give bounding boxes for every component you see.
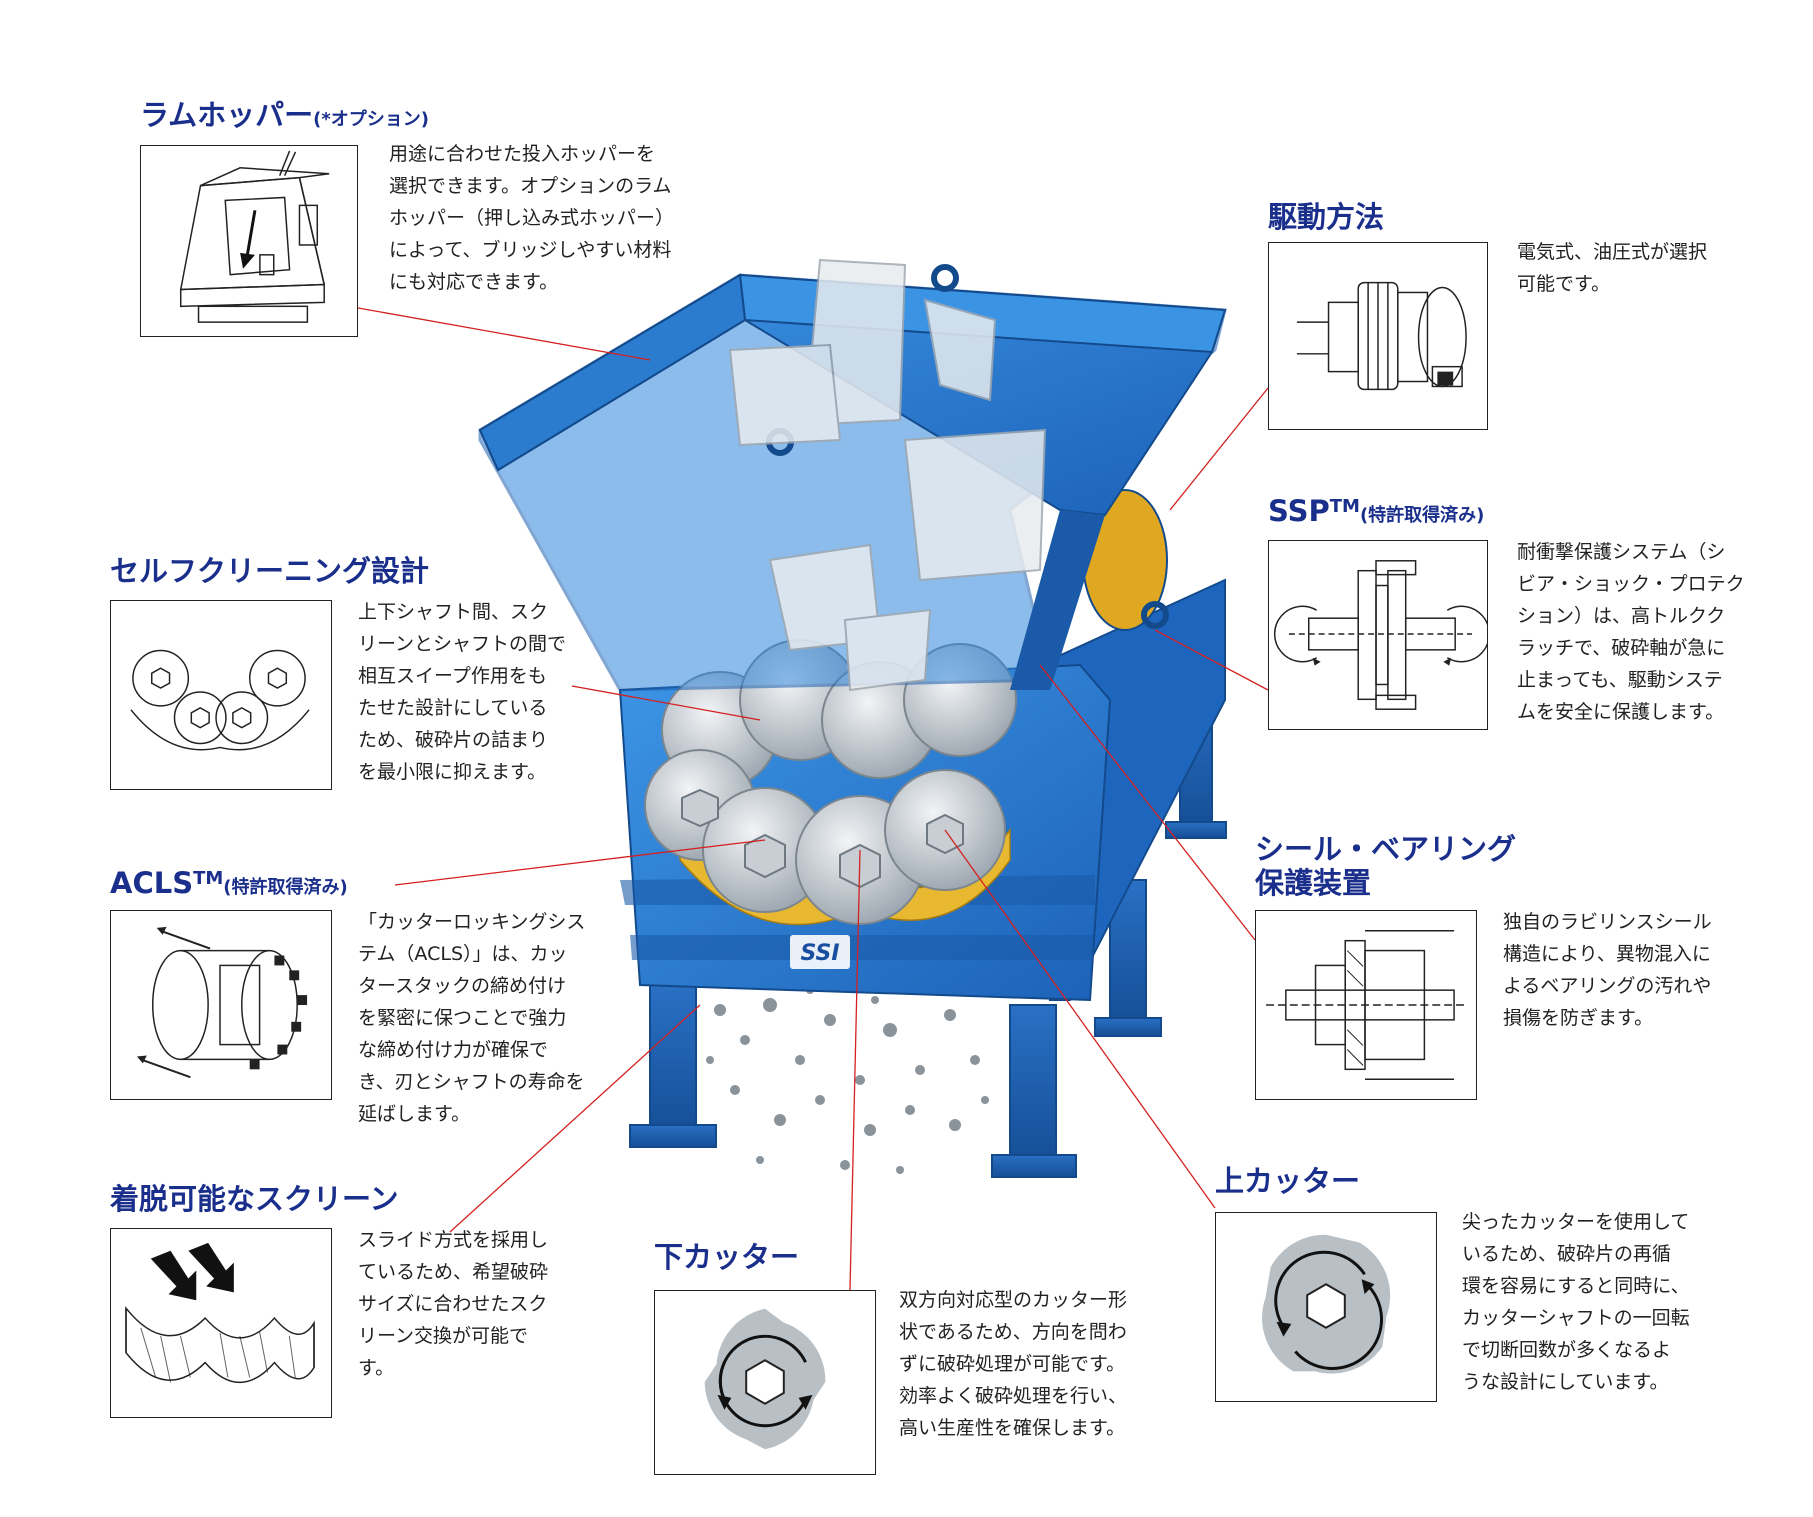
self-cleaning-description: 上下シャフト間、スク リーンとシャフトの間で 相互スイープ作用をも たせた設計に…: [358, 601, 567, 783]
ssi-logo-plate: [790, 935, 850, 969]
lower-cutter-title: 下カッター: [654, 1240, 800, 1274]
ram-hopper-image-box: [140, 145, 358, 337]
acls-title: ACLSTM(特許取得済み): [110, 866, 348, 900]
upper-cutter-description: 尖ったカッターを使用して いるため、破砕片の再循 環を容易にすると同時に、 カッ…: [1462, 1211, 1690, 1393]
shredded-debris: [706, 985, 989, 1174]
ssp-image-box: [1268, 540, 1488, 730]
ram-hopper-description: 用途に合わせた投入ホッパーを 選択できます。オプションのラム ホッパー（押し込み…: [389, 143, 675, 293]
screen-description: スライド方式を採用し ているため、希望破砕 サイズに合わせたスク リーン交換が可…: [358, 1229, 549, 1379]
lower-cutter-image-box: [654, 1290, 876, 1475]
ssp-title: SSPTM(特許取得済み): [1268, 494, 1485, 528]
screen-title: 着脱可能なスクリーン: [110, 1182, 399, 1216]
acls-description: 「カッターロッキングシス テム（ACLS）」は、カッ タースタックの締め付け を…: [358, 911, 586, 1125]
drive-description: 電気式、油圧式が選択 可能です。: [1517, 241, 1708, 295]
upper-cutter-title: 上カッター: [1215, 1164, 1361, 1198]
drive-title: 駆動方法: [1268, 200, 1385, 234]
upper-cutter-image-box: [1215, 1212, 1437, 1402]
lower-cutter-description: 双方向対応型のカッター形 状であるため、方向を問わ ずに破砕処理が可能です。 効…: [899, 1289, 1128, 1439]
input-material-blocks: [728, 258, 1047, 692]
ram-hopper-title: ラムホッパー(*オプション): [140, 98, 430, 132]
ssi-logo-text: SSI: [800, 941, 839, 966]
drive-image-box: [1268, 242, 1488, 430]
acls-image-box: [110, 910, 332, 1100]
self-cleaning-title: セルフクリーニング設計: [110, 554, 430, 588]
seal-bearing-image-box: [1255, 910, 1477, 1100]
self-cleaning-image-box: [110, 600, 332, 790]
ssp-description: 耐衝撃保護システム（シ ビア・ショック・プロテク ション）は、高トルクク ラッチ…: [1517, 541, 1745, 723]
screen-image-box: [110, 1228, 332, 1418]
seal-bearing-title: シール・ベアリング 保護装置: [1255, 832, 1517, 900]
seal-bearing-description: 独自のラビリンスシール 構造により、異物混入に よるベアリングの汚れや 損傷を防…: [1503, 911, 1712, 1029]
